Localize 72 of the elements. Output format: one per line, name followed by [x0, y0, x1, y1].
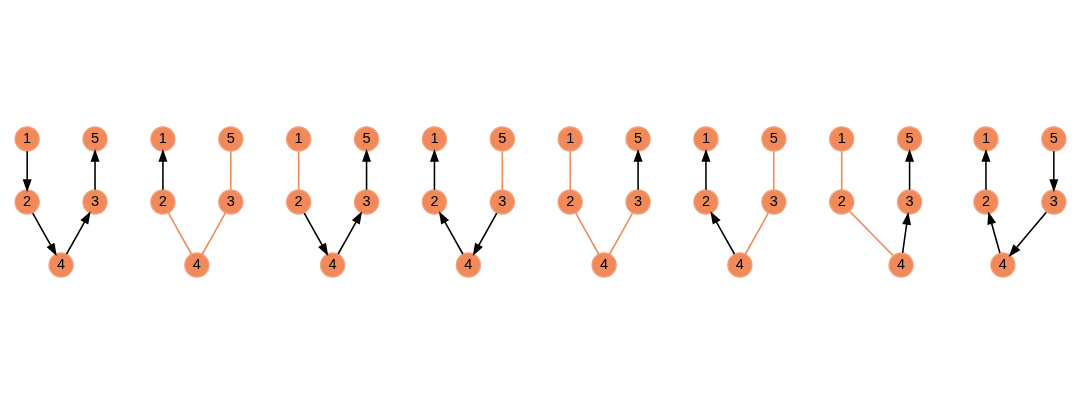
node-circle: 4 — [990, 251, 1016, 278]
connector — [608, 211, 634, 255]
arrow — [303, 211, 329, 256]
connector — [201, 211, 226, 255]
node-circle: 4 — [727, 251, 753, 278]
arrow — [32, 211, 57, 256]
node-circle: 5 — [625, 125, 651, 152]
node-circle: 1 — [14, 125, 40, 152]
arrow — [701, 148, 711, 191]
arrow — [710, 210, 736, 255]
node-circle: 3 — [82, 188, 108, 215]
arrow — [90, 148, 100, 191]
node-circle: 4 — [591, 251, 617, 278]
node-circle: 4 — [319, 251, 346, 278]
arrow — [429, 148, 439, 191]
node-circle: 2 — [829, 188, 855, 215]
node-circle: 3 — [1041, 188, 1067, 215]
node-circle: 3 — [218, 188, 244, 215]
node-circle: 3 — [625, 188, 651, 215]
node-circle: 5 — [896, 125, 923, 152]
connector — [773, 150, 775, 191]
node-circle: 2 — [973, 188, 999, 215]
connector — [230, 150, 232, 191]
node-circle: 5 — [1041, 125, 1067, 152]
connector — [840, 150, 843, 191]
arrow — [158, 148, 168, 191]
arrow — [337, 210, 363, 255]
node-circle: 3 — [896, 188, 923, 215]
arrow — [987, 210, 1001, 254]
node-circle: 2 — [285, 188, 312, 215]
node-circle: 5 — [761, 125, 787, 152]
node-circle: 1 — [829, 125, 855, 152]
connector — [167, 211, 193, 255]
arrow — [1049, 150, 1059, 192]
arrow — [65, 210, 91, 255]
arrow — [362, 148, 372, 191]
connector — [569, 150, 571, 191]
arrow — [472, 211, 498, 256]
node-circle: 5 — [353, 125, 380, 152]
node-circle: 2 — [421, 188, 448, 215]
node-circle: 5 — [218, 125, 244, 152]
node-circle: 2 — [14, 188, 40, 215]
node-circle: 1 — [557, 125, 583, 152]
node-circle: 2 — [150, 188, 176, 215]
arrow — [901, 211, 912, 254]
node-circle: 5 — [489, 125, 516, 152]
connector — [744, 211, 769, 255]
node-circle: 4 — [48, 251, 74, 278]
node-circle: 1 — [285, 125, 312, 152]
node-circle: 4 — [184, 251, 210, 278]
node-circle: 1 — [421, 125, 448, 152]
node-circle: 2 — [557, 188, 583, 215]
arrow — [633, 148, 643, 191]
node-circle: 5 — [82, 125, 108, 152]
node-circle: 3 — [353, 188, 380, 215]
connector — [501, 150, 504, 191]
node-circle: 4 — [455, 251, 482, 278]
node-circle: 1 — [693, 125, 719, 152]
node-circle: 3 — [489, 188, 516, 215]
arrow — [1008, 210, 1048, 257]
connector — [297, 150, 300, 191]
arrow — [22, 150, 32, 192]
connector — [849, 210, 894, 256]
node-circle: 1 — [150, 125, 176, 152]
arrow — [981, 148, 991, 191]
arrow — [438, 210, 464, 255]
node-circle: 3 — [761, 188, 787, 215]
node-circle: 2 — [693, 188, 719, 215]
node-circle: 4 — [888, 251, 914, 278]
connector — [575, 211, 600, 255]
node-circle: 1 — [973, 125, 999, 152]
arrow — [905, 148, 915, 191]
